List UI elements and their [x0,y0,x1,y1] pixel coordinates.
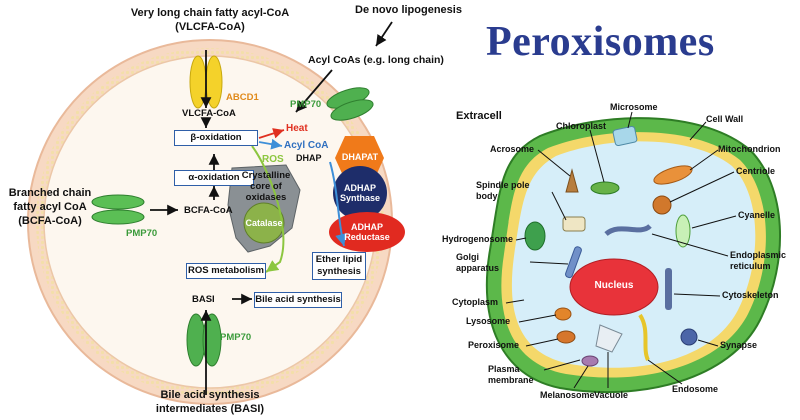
bcfa-input-line2: fatty acyl CoA [13,201,87,213]
nucleus-label: Nucleus [594,280,634,291]
alpha-oxidation-box: α-oxidation [174,170,254,186]
cytoskeleton-shape [665,268,672,310]
nucleus-shape [569,258,659,316]
cyanelle-shape [675,214,691,248]
pmp70-left-transporter [91,194,145,225]
catalase-label: Catalase [245,218,283,228]
pmp70-top-transporter [326,87,374,121]
adhap-synthase-circle [333,166,387,220]
heat-label: Heat [286,123,308,134]
adhap-reductase-ellipse [329,212,405,252]
cell-leader-lines [505,111,737,389]
mitochondrion-label: Mitochondrion [718,144,781,154]
pmp70-top-label: PMP70 [290,99,322,110]
adhap-reductase-line1: ADHAP [350,222,383,232]
pmp70-left-label: PMP70 [126,228,158,239]
centriole-label: Centriole [736,166,776,176]
synapse-shape [680,328,698,346]
vacuole-shape [595,324,623,353]
adhap-synthase-line1: ADHAP [343,183,376,193]
lysosome-shape [554,307,572,321]
endosome-label: Endosome [672,384,719,394]
golgi-label: Golgi apparatus [456,252,499,274]
vlcfa-coa-label: VLCFA-CoA [182,108,236,119]
plasma-membrane-label: Plasma membrane [488,364,534,386]
vlcfa-input-line1: Very long chain fatty acyl-CoA [130,7,290,19]
er-label: Endoplasmic reticulum [730,250,786,272]
spindle-label: Spindle pole body [476,180,530,202]
basi-input-label: Bile acid synthesis intermediates (BASI) [130,388,290,416]
golgi-shape [565,246,582,279]
basi-input-line1: Bile acid synthesis [160,389,260,401]
er-shape [604,223,652,237]
extracell-label: Extracell [456,110,502,122]
pmp70-bottom-transporter [186,313,222,367]
dhapat-label: DHAPAT [341,152,379,162]
synapse-label: Synapse [720,340,758,350]
basi-label: BASI [192,294,215,305]
bcfa-input-label: Branched chain fatty acyl CoA (BCFA-CoA) [0,186,100,228]
crystalline-line3: oxidases [245,192,287,203]
cell-wall-label: Cell Wall [706,114,744,124]
ether-lipid-line2: synthesis [317,266,361,277]
microsome-label: Microsome [610,102,658,112]
pmp70-bottom-label: PMP70 [220,332,252,343]
spindle-line2: body [476,191,498,201]
acrosome-label: Acrosome [490,144,535,154]
ros-metabolism-box: ROS metabolism [186,263,266,279]
hydrogenosome-shape [524,221,546,251]
chloroplast-shape [590,181,620,195]
vacuole-label: Vacuole [594,390,629,400]
crystalline-line2: core of [250,181,282,192]
abcd1-label: ABCD1 [226,92,259,103]
cytoplasm-label: Cytoplasm [452,297,499,307]
plasma-membrane-line1: Plasma [488,364,520,374]
golgi-line2: apparatus [456,263,500,273]
cytoskeleton-label: Cytoskeleton [722,290,779,300]
peroxisome-cell-shape [556,330,576,344]
basi-input-line2: intermediates (BASI) [155,403,265,415]
peroxisome-label: Peroxisome [468,340,520,350]
vlcfa-input-label: Very long chain fatty acyl-CoA (VLCFA-Co… [110,6,310,34]
plasma-membrane-line2: membrane [488,375,534,385]
de-novo-label: De novo lipogenesis [355,4,462,16]
dhap-label: DHAP [296,153,322,163]
acrosome-shape [565,168,579,193]
vlcfa-input-line2: (VLCFA-CoA) [175,21,245,33]
beta-oxidation-box: β-oxidation [174,130,258,146]
catalase-circle [243,202,285,244]
hydrogenosome-label: Hydrogenosome [442,234,514,244]
endosome-shape [638,313,650,361]
spindle-shape [562,216,586,232]
melanosome-shape [581,355,599,367]
acyl-coa-label: Acyl CoA [284,140,329,151]
crystalline-core-label: Crystalline core of oxidases [226,170,306,203]
ros-label: ROS [262,154,284,165]
golgi-line1: Golgi [456,252,479,262]
page-title: Peroxisomes [486,19,715,65]
adhap-synthase-line2: Synthase [339,193,381,203]
ether-lipid-line1: Ether lipid [315,254,363,265]
chloroplast-label: Chloroplast [556,121,607,131]
er-line2: reticulum [730,261,771,271]
melanosome-label: Melanosome [540,390,595,400]
bcfa-input-line3: (BCFA-CoA) [18,215,82,227]
bcfa-coa-label: BCFA-CoA [184,205,233,216]
bcfa-input-line1: Branched chain [8,187,92,199]
lysosome-label: Lysosome [466,316,511,326]
cell-body [485,117,781,394]
adhap-synthase-label: ADHAP Synthase [333,183,387,203]
adhap-reductase-label: ADHAP Reductase [333,222,401,242]
spindle-line1: Spindle pole [476,180,530,190]
ether-lipid-box: Ether lipid synthesis [312,252,366,280]
er-line1: Endoplasmic [730,250,787,260]
crystalline-line1: Crystalline [241,170,291,181]
acyl-coas-label: Acyl CoAs (e.g. long chain) [308,54,444,66]
adhap-reductase-line2: Reductase [344,232,390,242]
cyanelle-label: Cyanelle [738,210,776,220]
bile-acid-box: Bile acid synthesis [254,292,342,308]
centriole-shape [652,195,672,215]
microsome-shape [612,125,638,147]
